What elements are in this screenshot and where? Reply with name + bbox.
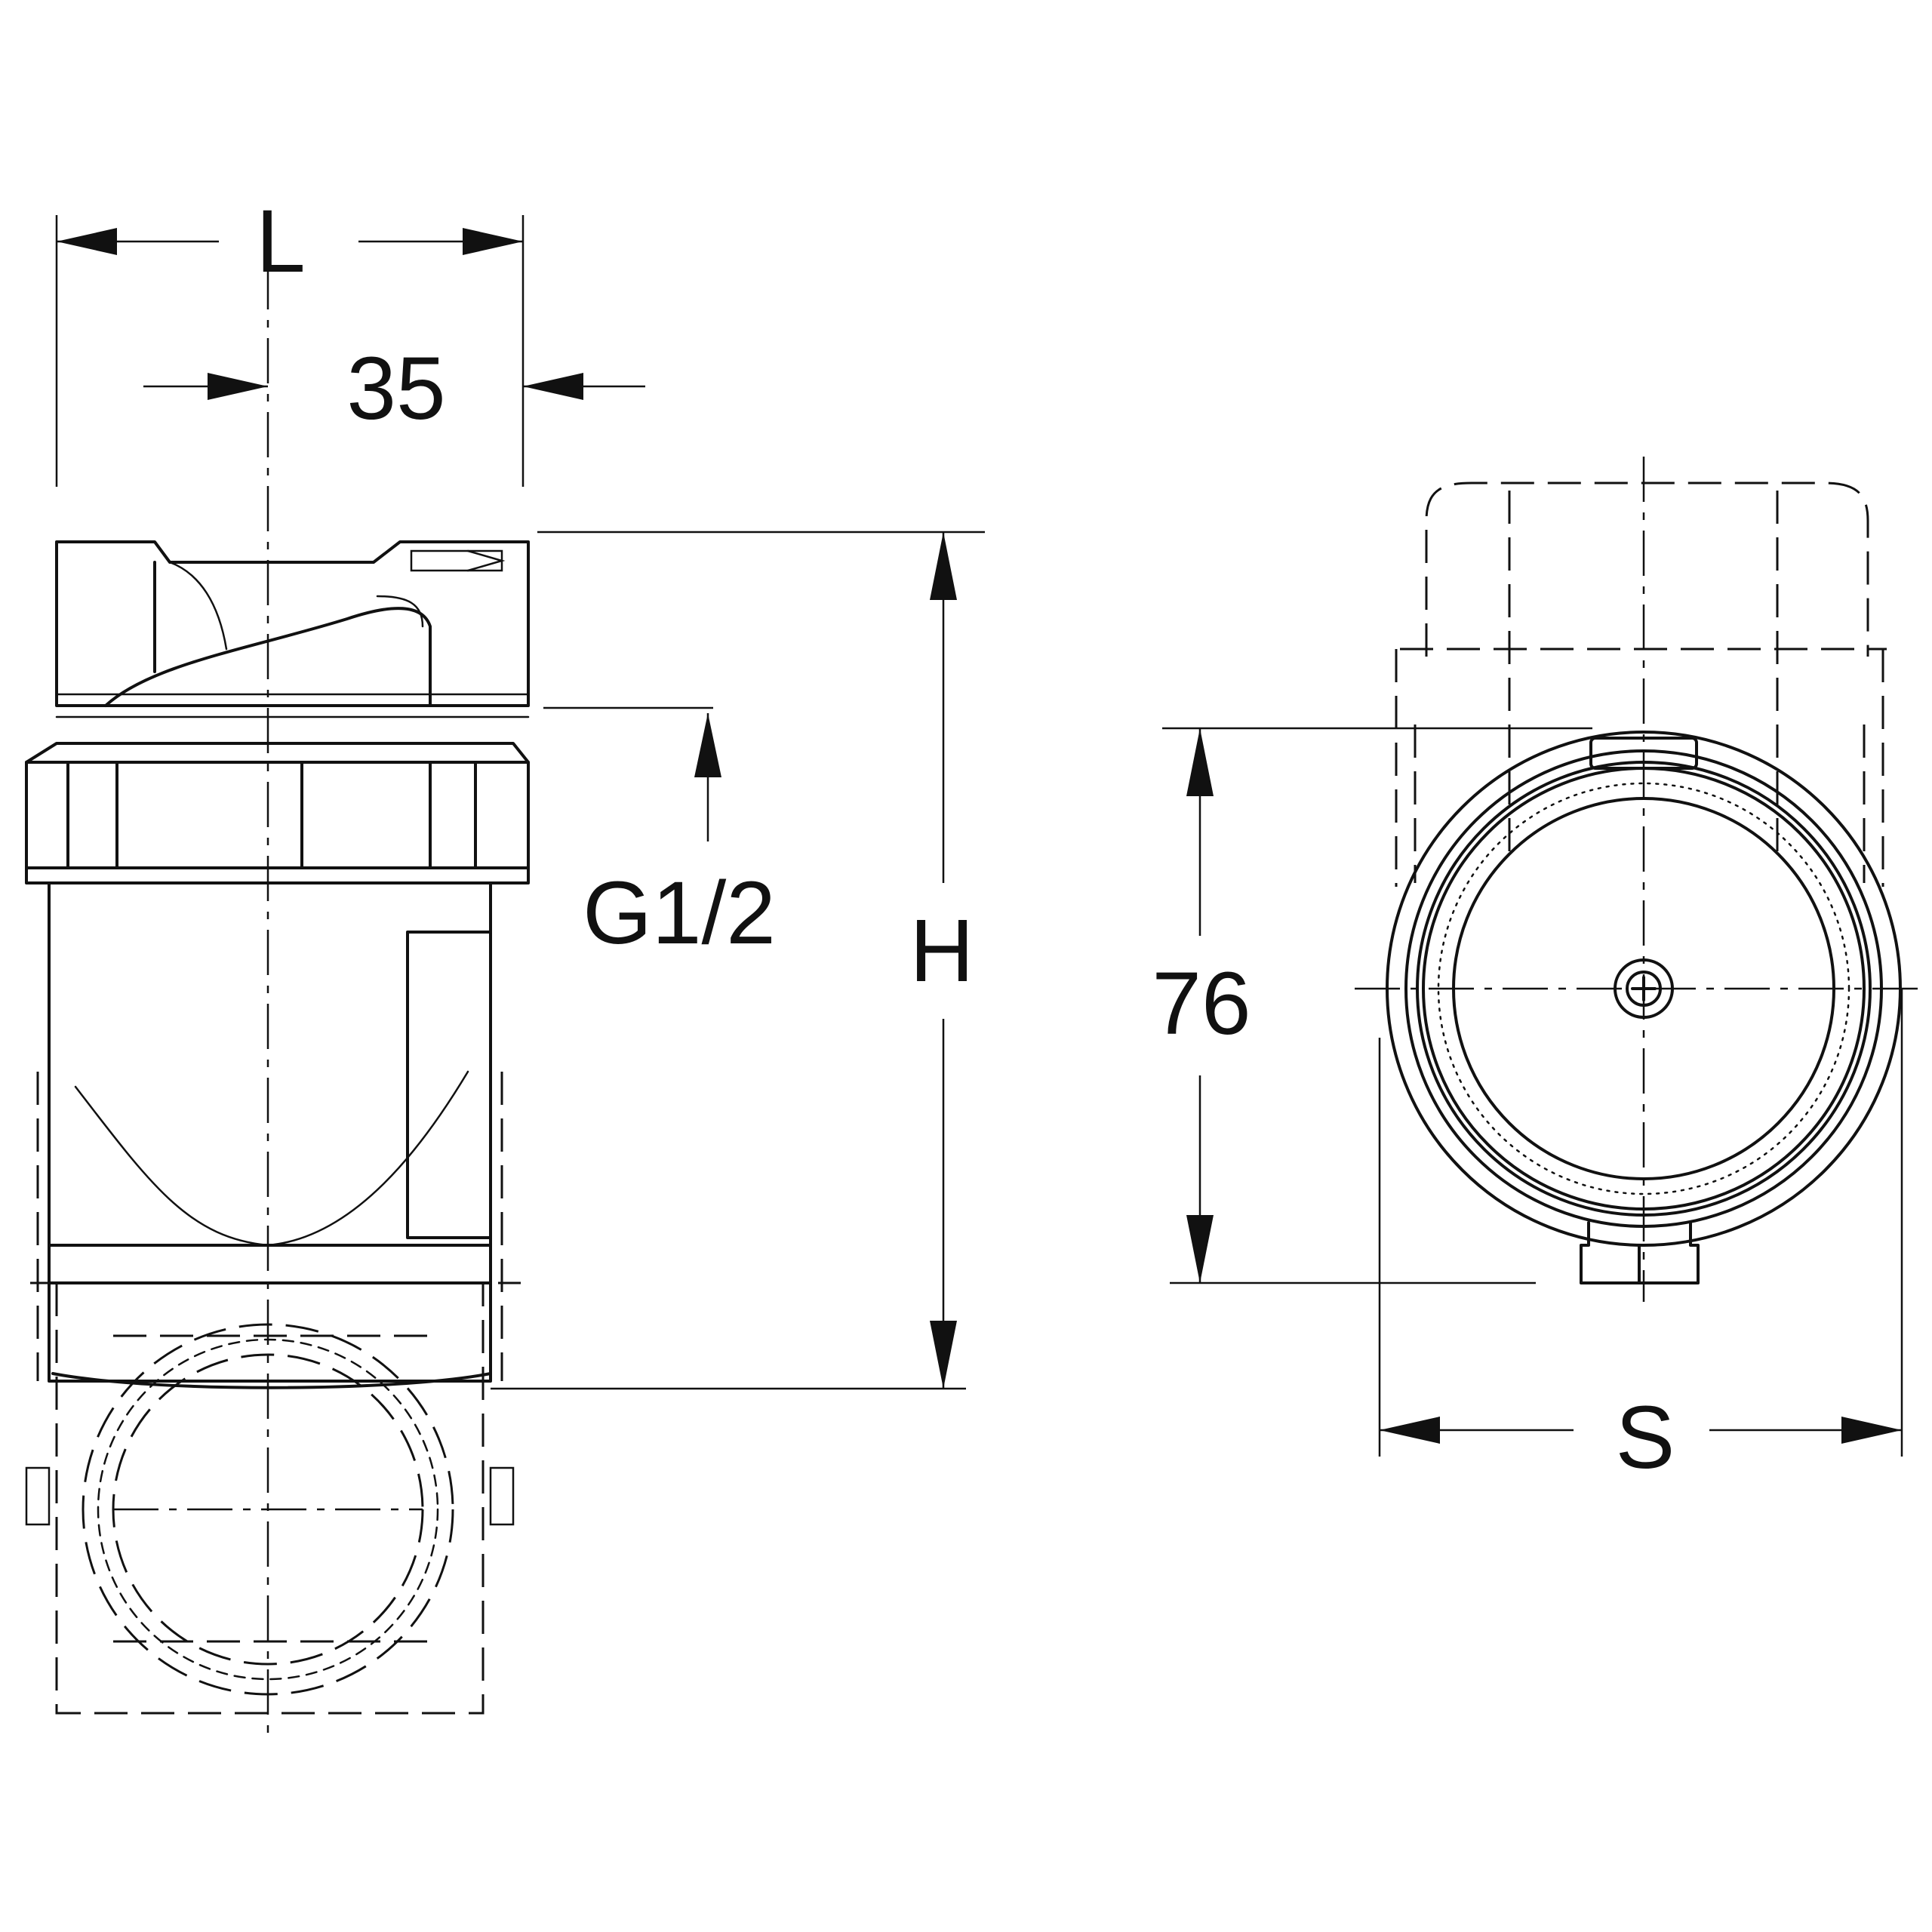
dim-label-H: H [909, 901, 974, 1001]
dim-label-thread: G1/2 [583, 863, 776, 963]
dim-label-35: 35 [346, 339, 445, 438]
body-outline [48, 881, 492, 1383]
side-view [25, 264, 530, 1736]
dim-label-76: 76 [1152, 954, 1251, 1054]
filter-mesh [1437, 782, 1850, 1195]
flange-ring [25, 742, 530, 884]
dim-label-S: S [1616, 1388, 1675, 1487]
dim-label-L: L [256, 192, 306, 291]
dimension-lines [55, 215, 1903, 1457]
inlet-channel [104, 561, 432, 707]
end-view [1355, 457, 1928, 1302]
cap-outline [55, 540, 530, 707]
